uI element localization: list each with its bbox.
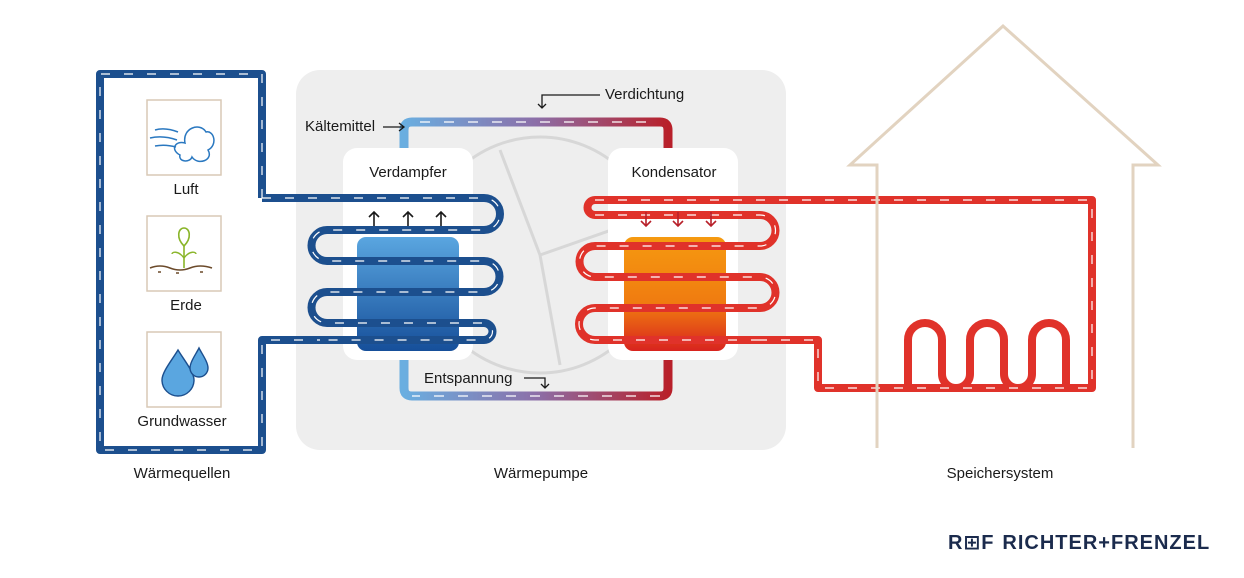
verdichtung-pointer bbox=[537, 94, 600, 109]
waermepumpe-label: Wärmepumpe bbox=[493, 465, 589, 482]
kondensator-label: Kondensator bbox=[631, 164, 717, 181]
house-outline bbox=[846, 23, 1162, 448]
verdampfer-label: Verdampfer bbox=[369, 164, 447, 181]
grundwasser-label: Grundwasser bbox=[137, 413, 227, 430]
water-drops-icon bbox=[161, 346, 209, 397]
entspannung-pointer bbox=[524, 377, 550, 389]
plant-icon bbox=[149, 227, 213, 274]
condenser-heat-arrows bbox=[640, 212, 717, 228]
luft-label: Luft bbox=[173, 181, 199, 198]
erde-label: Erde bbox=[170, 297, 202, 314]
logo-mark: R⊞F bbox=[948, 532, 995, 554]
waermequellen-label: Wärmequellen bbox=[133, 465, 231, 482]
richter-frenzel-logo: R⊞F RICHTER+FRENZEL bbox=[948, 530, 1210, 555]
verdichtung-label: Verdichtung bbox=[605, 86, 685, 103]
logo-text: RICHTER+FRENZEL bbox=[1002, 532, 1211, 554]
speichersystem-label: Speichersystem bbox=[946, 465, 1054, 482]
condenser-block bbox=[624, 237, 726, 351]
heating-loop-flow bbox=[578, 199, 1093, 389]
evaporator-heat-arrows bbox=[368, 210, 447, 226]
kaeltemittel-label: Kältemittel bbox=[305, 118, 376, 135]
wind-icon bbox=[149, 126, 215, 163]
kaeltemittel-pointer bbox=[383, 122, 406, 132]
source-loop-flow bbox=[99, 73, 501, 451]
entspannung-label: Entspannung bbox=[424, 370, 513, 387]
